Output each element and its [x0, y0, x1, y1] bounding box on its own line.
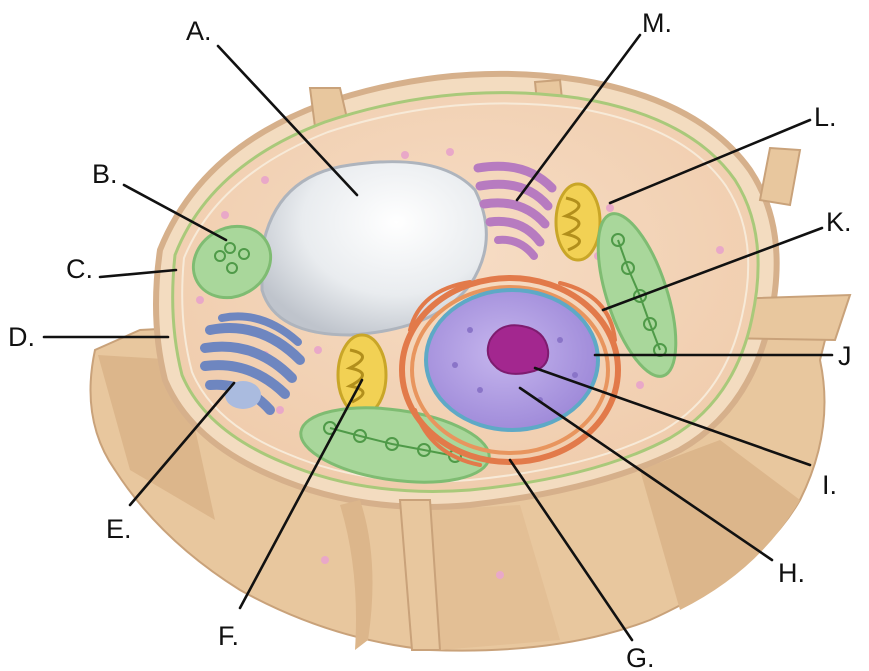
label-k: K.: [826, 207, 852, 237]
label-a: A.: [186, 16, 212, 46]
mitochondrion-upper: [556, 184, 600, 260]
vesicle: [225, 381, 261, 409]
label-g: G.: [626, 643, 655, 671]
label-f: F.: [218, 621, 239, 651]
label-l: L.: [814, 102, 837, 132]
label-j: J: [838, 341, 852, 371]
label-d: D.: [8, 322, 35, 352]
mitochondrion-f: [338, 335, 386, 415]
label-h: H.: [778, 558, 805, 588]
label-b: B.: [92, 159, 118, 189]
label-i: I.: [822, 470, 837, 500]
label-m: M.: [642, 8, 672, 38]
nucleolus: [488, 325, 548, 374]
label-c: C.: [66, 254, 93, 284]
label-e: E.: [106, 514, 132, 544]
